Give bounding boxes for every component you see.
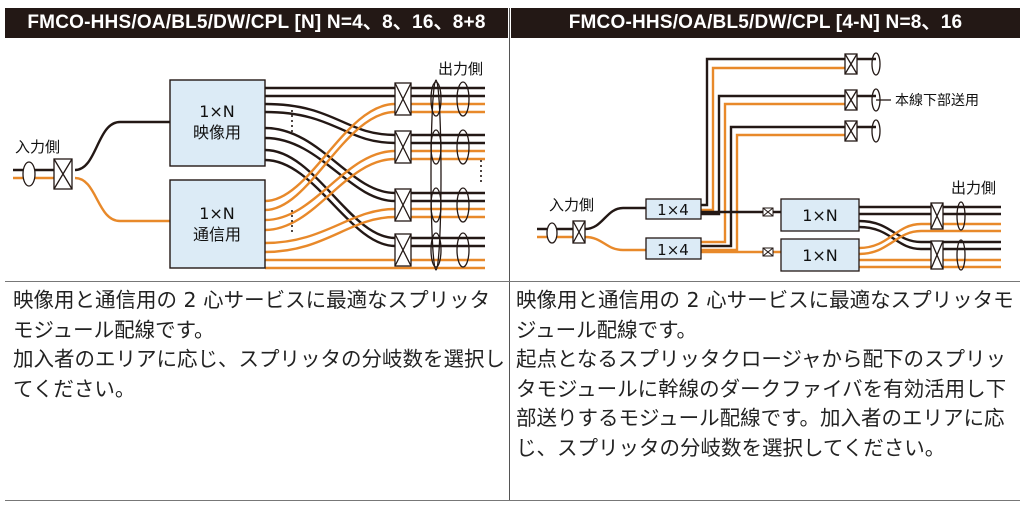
right-desc-p2: 起点となるスプリッタクロージャから配下のスプリッタモジュールに幹線のダークファイ…: [516, 347, 1007, 460]
box-1x4-top-label: 1×4: [657, 201, 689, 219]
right-input-label: 入力側: [549, 196, 594, 214]
splitter-1x4-top: [645, 198, 702, 220]
left-description: 映像用と通信用の 2 心サービスに最適なスプリッタモジュール配線です。 加入者の…: [13, 286, 505, 404]
box-1x4-bottom-label: 1×4: [657, 241, 689, 259]
box-1xn-top-label: 1×N: [802, 206, 838, 225]
downstream-label: 本線下部送用: [895, 93, 979, 109]
comm-box-label: 通信用: [193, 225, 241, 244]
left-output-label: 出力側: [438, 60, 483, 78]
right-output-label: 出力側: [951, 179, 996, 197]
video-splitter-box: [169, 79, 266, 167]
right-header: FMCO-HHS/OA/BL5/DW/CPL [4-N] N=8、16: [511, 8, 1020, 38]
left-desc-p1: 映像用と通信用の 2 心サービスに最適なスプリッタモジュール配線です。: [13, 288, 491, 342]
video-box-label: 映像用: [193, 123, 241, 142]
comm-splitter-box: [169, 179, 266, 269]
splitter-1xn-bottom: [780, 238, 860, 272]
splitter-1x4-bottom: [645, 237, 702, 260]
box-1xn-bottom-label: 1×N: [802, 246, 838, 265]
column-divider: [509, 8, 510, 501]
left-desc-p2: 加入者のエリアに応じ、スプリッタの分岐数を選択してください。: [13, 347, 505, 401]
right-desc-p1: 映像用と通信用の 2 心サービスに最適なスプリッタモジュール配線です。: [516, 288, 1014, 342]
video-box-ratio: 1×N: [199, 102, 235, 121]
right-description: 映像用と通信用の 2 心サービスに最適なスプリッタモジュール配線です。 起点とな…: [516, 286, 1016, 463]
bottom-border: [5, 500, 1020, 501]
left-header: FMCO-HHS/OA/BL5/DW/CPL [N] N=4、8、16、8+8: [5, 8, 508, 38]
comm-box-ratio: 1×N: [199, 204, 235, 223]
row-divider: [5, 281, 1020, 282]
right-wiring-diagram: 1×4 1×4 1×N 1×N 入力側 出力側 本線下部送用: [537, 52, 1001, 272]
left-wiring-diagram: 1×N 映像用 1×N 通信用 入力側 出力側: [13, 60, 485, 271]
splitter-1xn-top: [780, 198, 860, 232]
left-input-label: 入力側: [15, 138, 60, 156]
